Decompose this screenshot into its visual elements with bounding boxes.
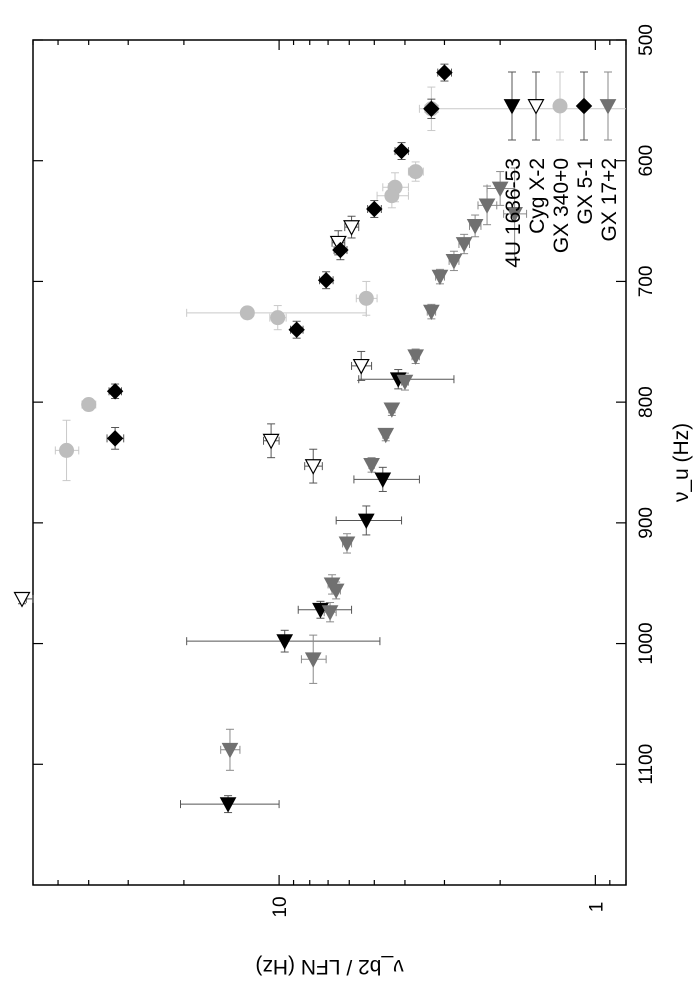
data-point	[343, 220, 361, 236]
data-point	[321, 605, 339, 621]
data-point	[276, 634, 294, 650]
data-point	[396, 374, 414, 391]
data-point	[423, 100, 440, 118]
data-point	[374, 472, 392, 488]
data-point	[304, 459, 322, 475]
x-tick-label: 1000	[636, 622, 657, 664]
legend-label: GX 340+0	[550, 158, 573, 253]
x-tick-label: 900	[636, 507, 657, 539]
data-point	[599, 99, 617, 115]
data-point	[327, 583, 345, 600]
data-point	[527, 99, 545, 115]
x-tick-label: 800	[636, 386, 657, 418]
data-point	[59, 442, 75, 458]
data-point	[262, 433, 280, 450]
legend-label: GX 5-1	[574, 158, 597, 225]
x-tick-label: 700	[636, 266, 657, 298]
x-tick-label: 600	[636, 145, 657, 177]
data-point	[239, 305, 255, 321]
data-point	[81, 397, 97, 413]
data-layer	[13, 63, 626, 814]
data-point	[13, 591, 31, 608]
y-tick-label: 1	[586, 902, 607, 913]
axis-labels: ν_u (Hz) ν_b2 / LFN (Hz)	[255, 423, 693, 978]
x-axis-title: ν_u (Hz)	[670, 423, 693, 502]
x-tick-label: 500	[636, 24, 657, 56]
data-point	[352, 358, 370, 375]
data-point	[106, 430, 124, 447]
data-point	[503, 99, 521, 115]
data-point	[445, 254, 463, 270]
data-point	[219, 797, 237, 813]
data-point	[221, 742, 239, 759]
plot-frame	[32, 39, 627, 886]
data-point	[332, 241, 349, 259]
data-point	[329, 235, 347, 252]
data-point	[407, 349, 424, 365]
data-point	[393, 142, 410, 160]
legend-label: GX 17+2	[598, 158, 621, 241]
data-point	[366, 200, 383, 218]
data-point	[377, 427, 395, 444]
data-point	[338, 536, 356, 552]
data-point	[270, 310, 286, 326]
data-point	[575, 97, 593, 115]
x-tick-label: 1100	[636, 744, 657, 785]
data-point	[383, 402, 401, 418]
data-point	[288, 321, 305, 338]
data-point	[357, 513, 375, 529]
data-point	[317, 272, 335, 289]
data-point	[491, 181, 509, 198]
data-point	[436, 64, 453, 81]
y-tick-label: 10	[270, 896, 291, 917]
data-point	[478, 198, 496, 214]
data-point	[358, 290, 374, 306]
data-point	[552, 98, 568, 114]
axis-ticks: 500 600 700 800 900 1000 1100 1 10	[32, 24, 657, 918]
data-point	[304, 652, 322, 668]
data-point	[384, 188, 400, 204]
legend-label: Cyg X-2	[526, 158, 549, 234]
y-axis-title: ν_b2 / LFN (Hz)	[255, 955, 403, 978]
data-point	[506, 206, 523, 223]
data-point	[423, 304, 440, 321]
data-point	[466, 219, 484, 235]
data-point	[455, 237, 473, 253]
data-point	[431, 269, 449, 286]
data-point	[408, 164, 424, 180]
data-point	[106, 383, 124, 400]
legend-label: 4U 1636-53	[502, 158, 525, 268]
data-point	[363, 458, 380, 474]
